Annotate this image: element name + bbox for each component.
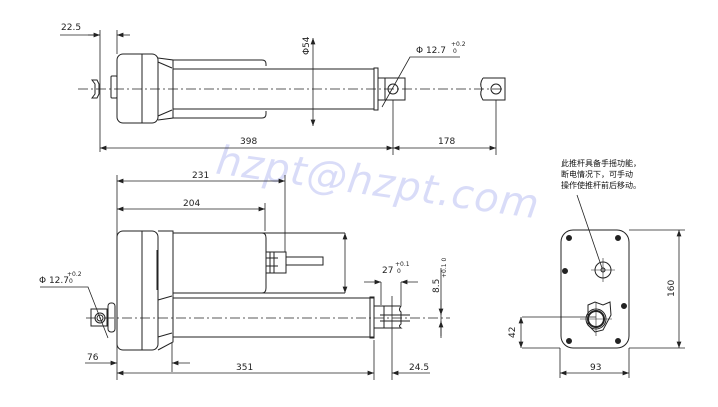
dim-351: 351: [236, 363, 253, 373]
top-hole-dim: Φ 12.7: [416, 46, 446, 56]
side-hole-tol-up: +0.2: [67, 271, 82, 278]
dim-204: 204: [183, 199, 200, 209]
side-hole-tol-low: 0: [69, 278, 73, 285]
dim-27-tol-up: +0.1: [395, 261, 410, 268]
side-hole-dim: Φ 12.7: [39, 276, 69, 286]
side-view: [40, 175, 450, 380]
note-line: 断电情况下，可手动: [561, 170, 633, 179]
dim-178: 178: [438, 137, 455, 147]
dim-27: 27: [382, 266, 393, 276]
dim-24-5: 24.5: [409, 363, 429, 373]
dim-231: 231: [192, 171, 209, 181]
dim-76: 76: [87, 353, 99, 363]
dim-phi54: Φ54: [302, 36, 312, 55]
dim-93: 93: [590, 363, 601, 373]
note-line: 操作使推杆前后移动。: [561, 181, 641, 190]
end-view: [518, 194, 685, 378]
dim-8-5-tol: +0.1 0: [441, 258, 448, 278]
dim-398: 398: [240, 137, 257, 147]
dim-27-tol-low: 0: [397, 268, 401, 275]
top-view: [60, 30, 506, 155]
top-hole-tol-up: +0.2: [451, 41, 466, 48]
note-line: 此推杆具备手摇功能，: [561, 159, 641, 168]
dim-160: 160: [667, 280, 677, 297]
hand-crank-note: 此推杆具备手摇功能， 断电情况下，可手动 操作使推杆前后移动。: [561, 158, 641, 191]
dim-8-5: 8.5: [432, 279, 442, 293]
dim-22-5: 22.5: [61, 23, 81, 33]
top-hole-tol-low: 0: [453, 48, 457, 55]
dim-42: 42: [508, 327, 518, 338]
